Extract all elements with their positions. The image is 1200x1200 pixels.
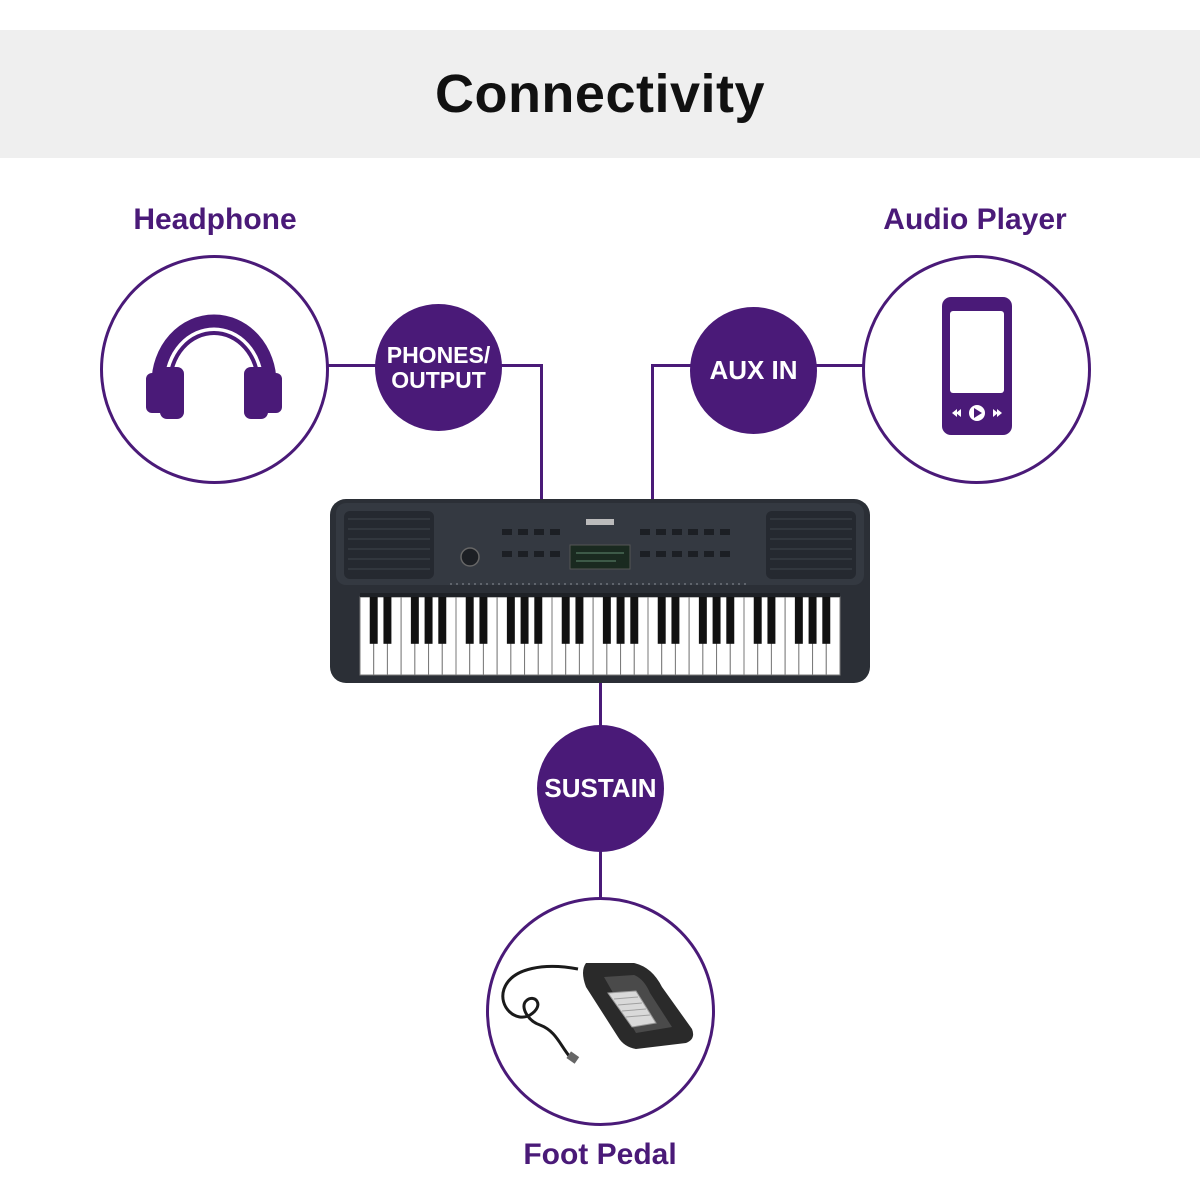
connector-phones-vertical xyxy=(540,364,543,502)
connector-sustain-bottom xyxy=(599,848,602,900)
black-key xyxy=(767,597,776,644)
black-key xyxy=(712,597,721,644)
headphone-circle xyxy=(100,255,329,484)
black-key xyxy=(465,597,474,644)
black-key xyxy=(822,597,831,644)
black-key xyxy=(410,597,419,644)
connector-sustain-top xyxy=(599,678,602,726)
foot-pedal-image xyxy=(501,963,694,1064)
black-key xyxy=(424,597,433,644)
black-key xyxy=(794,597,803,644)
mobile-player-icon xyxy=(942,297,1012,435)
connector-aux-vertical xyxy=(651,364,654,502)
keyboard-image xyxy=(330,499,870,683)
black-key xyxy=(438,597,447,644)
port-sustain: SUSTAIN xyxy=(537,725,664,852)
black-key xyxy=(479,597,488,644)
black-key xyxy=(534,597,543,644)
black-key xyxy=(520,597,529,644)
connector-phones-horizontal xyxy=(498,364,543,367)
port-phones-output: PHONES/ OUTPUT xyxy=(375,304,502,431)
header-band xyxy=(0,30,1200,158)
audio-player-circle xyxy=(862,255,1091,484)
connector-audio-player xyxy=(814,364,866,367)
audio-player-label: Audio Player xyxy=(883,203,1067,236)
connector-headphone xyxy=(327,364,379,367)
black-key xyxy=(698,597,707,644)
black-key xyxy=(575,597,584,644)
black-key xyxy=(369,597,378,644)
headphone-icon xyxy=(146,314,282,419)
black-key xyxy=(506,597,515,644)
black-key xyxy=(616,597,625,644)
black-key xyxy=(630,597,639,644)
page-title: Connectivity xyxy=(434,64,766,124)
black-key xyxy=(726,597,735,644)
black-key xyxy=(753,597,762,644)
port-aux-in: AUX IN xyxy=(690,307,817,434)
black-key xyxy=(561,597,570,644)
black-key xyxy=(671,597,680,644)
black-key xyxy=(808,597,817,644)
connector-aux-horizontal xyxy=(651,364,693,367)
black-key xyxy=(383,597,392,644)
foot-pedal-label: Foot Pedal xyxy=(523,1138,677,1171)
foot-pedal-circle xyxy=(486,897,715,1126)
black-key xyxy=(657,597,666,644)
headphone-label: Headphone xyxy=(133,203,297,236)
black-key xyxy=(602,597,611,644)
